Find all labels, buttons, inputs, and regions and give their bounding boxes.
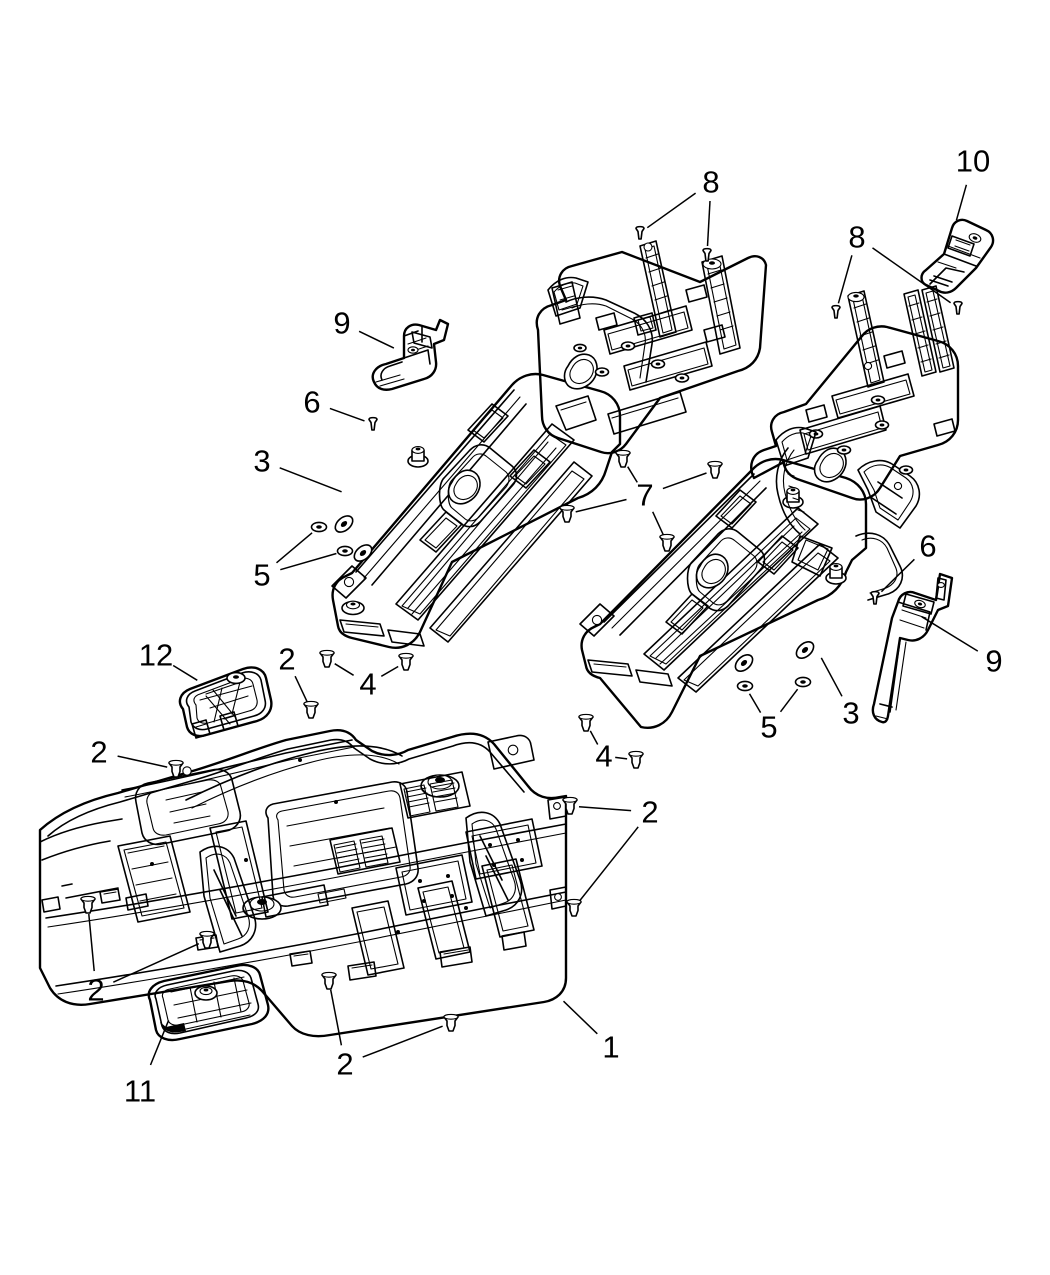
grommet-5c [736,680,754,692]
leader-lines [88,184,979,1066]
leader-line-5 [748,693,762,713]
fastener-8c [831,304,841,319]
part-9-right-bracket [871,572,954,724]
part-12-access-cover [178,666,273,739]
leader-line-7 [662,472,707,490]
fastener-2h [443,1013,459,1032]
leader-line-11 [149,1020,170,1066]
fastener-6-left [368,416,378,431]
callout-1: 1 [602,1029,620,1065]
callout-10: 10 [955,143,991,179]
callout-2: 2 [641,794,659,830]
leader-line-2 [294,675,308,703]
part-1-front-belly-shield [38,729,568,1038]
part-right-rear-floor-shield [750,285,960,601]
leader-line-5 [276,532,313,564]
callout-9: 9 [333,305,351,341]
leader-line-2 [112,943,200,983]
grommet-5d [794,676,812,688]
fastener-2a [303,700,319,719]
callout-5: 5 [253,557,271,593]
leader-line-2 [329,989,343,1046]
callout-5: 5 [760,709,778,745]
fastener-2d [566,898,582,917]
callout-3: 3 [842,695,860,731]
leader-line-3 [820,657,843,697]
fastener-4a [319,649,335,668]
part-11-access-cover [147,963,270,1042]
callout-9: 9 [985,643,1003,679]
part-9-left-bracket [371,318,450,391]
fastener-7a [615,449,631,468]
leader-line-2 [117,755,168,768]
callout-8: 8 [702,164,720,200]
leader-line-2 [88,913,95,972]
fastener-8a [635,225,645,240]
leader-line-8 [872,247,952,304]
leader-line-6 [880,558,915,593]
fastener-7c [559,504,575,523]
callout-2: 2 [87,972,105,1008]
callout-2: 2 [336,1046,354,1082]
leader-line-4 [589,730,599,745]
callout-7: 7 [636,477,654,513]
part-10-bracket [920,218,995,294]
leader-line-5 [280,552,337,571]
leader-line-4 [615,756,628,760]
fastener-2g [321,971,337,990]
part-3-right-floor-shield [579,457,868,729]
callout-8: 8 [848,219,866,255]
leader-line-1 [562,1000,598,1035]
leader-line-12 [172,664,198,681]
leader-line-7 [652,511,664,536]
leader-line-7 [575,498,627,513]
callout-4: 4 [359,666,377,702]
leader-line-4 [334,663,354,676]
leader-line-2 [578,805,632,812]
part-3-left-floor-shield [331,372,622,649]
fastener-8d [953,300,963,315]
part-left-rear-floor-shield [535,240,768,455]
callout-2: 2 [90,734,108,770]
grommet-5a [310,521,328,533]
callout-11: 11 [123,1073,157,1109]
leader-line-4 [380,665,399,677]
callout-2: 2 [278,641,296,677]
leader-line-9 [358,330,395,349]
callout-12: 12 [138,637,174,673]
fastener-7b [707,460,723,479]
leader-line-2 [362,1025,443,1058]
leader-line-3 [279,467,342,493]
fasteners-group [80,225,963,1032]
callout-4: 4 [595,738,613,774]
leader-line-5 [779,688,799,713]
leader-line-9 [921,616,979,652]
callout-3: 3 [253,443,271,479]
leader-line-6 [329,407,365,422]
callout-6: 6 [919,528,937,564]
callout-6: 6 [303,384,321,420]
leader-line-2 [579,826,639,902]
fastener-4d [628,750,644,769]
leader-line-10 [955,184,968,221]
leader-line-8 [706,200,711,247]
fastener-4b [398,652,414,671]
grommet-5b [336,545,354,557]
leader-line-7 [627,466,638,483]
fastener-7d [659,533,675,552]
fastener-4c [578,713,594,732]
leader-line-8 [837,255,853,304]
leader-line-8 [646,192,697,229]
